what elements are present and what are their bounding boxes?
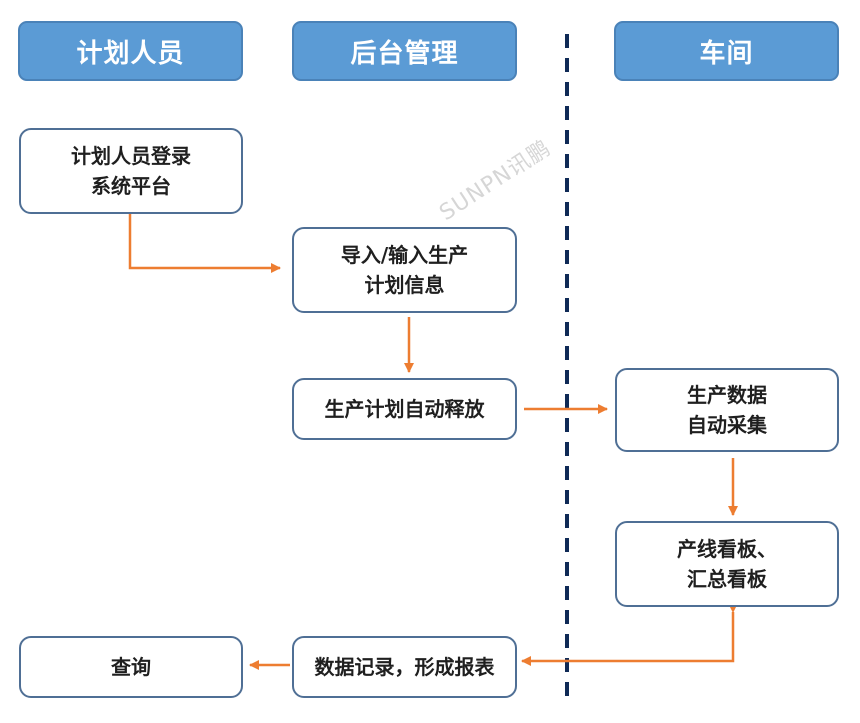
step-import-line-2: 计划信息 xyxy=(364,273,445,297)
step-collect-line-1: 生产数据 xyxy=(687,383,767,407)
step-login: 计划人员登录 系统平台 xyxy=(19,128,243,214)
step-collect-line-2: 自动采集 xyxy=(687,413,767,437)
step-boards-line-1: 产线看板、 xyxy=(677,537,777,561)
step-import-line-1: 导入/输入生产 xyxy=(340,243,469,267)
step-release: 生产计划自动释放 xyxy=(292,378,517,440)
step-login-line-2: 系统平台 xyxy=(91,174,171,198)
lane-header-backend: 后台管理 xyxy=(292,21,517,81)
step-boards: 产线看板、 汇总看板 xyxy=(615,521,839,607)
lane-header-workshop: 车间 xyxy=(614,21,839,81)
step-collect: 生产数据 自动采集 xyxy=(615,368,839,452)
step-release-label: 生产计划自动释放 xyxy=(324,397,485,421)
step-login-line-1: 计划人员登录 xyxy=(71,144,191,168)
arrow-boards-to-record xyxy=(521,603,738,666)
step-record-label: 数据记录，形成报表 xyxy=(314,655,495,679)
step-query: 查询 xyxy=(19,636,243,698)
step-boards-line-2: 汇总看板 xyxy=(687,567,767,591)
arrow-login-to-import xyxy=(128,214,281,273)
step-record: 数据记录，形成报表 xyxy=(292,636,517,698)
step-query-label: 查询 xyxy=(111,655,151,679)
lane-header-planner: 计划人员 xyxy=(18,21,243,81)
step-import-plan: 导入/输入生产 计划信息 xyxy=(292,227,517,313)
